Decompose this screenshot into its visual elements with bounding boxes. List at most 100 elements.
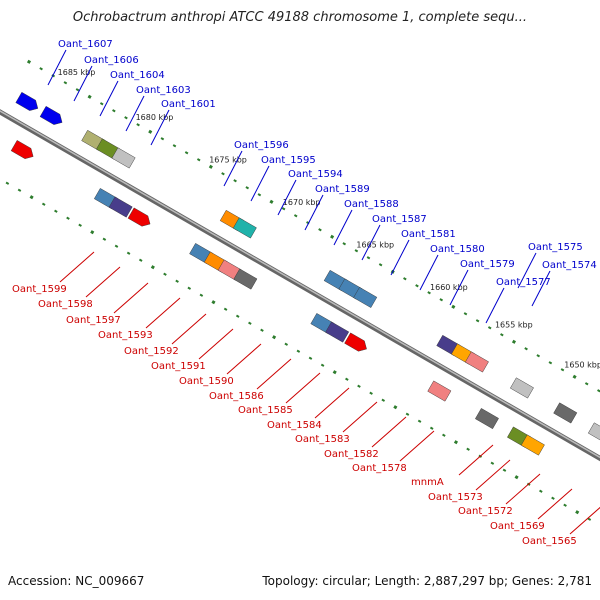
forward-tick — [354, 249, 359, 253]
reverse-tick — [223, 307, 228, 311]
forward-tick — [403, 277, 407, 281]
kbp-label: 1675 kbp — [209, 155, 247, 164]
reverse-gene-label: Oant_1599 — [12, 284, 67, 295]
forward-gene-label: Oant_1580 — [430, 244, 485, 255]
reverse-gene-label: Oant_1590 — [179, 376, 234, 387]
forward-gene-label: Oant_1589 — [315, 184, 370, 195]
kbp-label: 1670 kbp — [283, 198, 321, 207]
forward-gene-leader — [304, 194, 324, 231]
reverse-tick — [429, 426, 434, 430]
forward-gene-label: Oant_1607 — [58, 39, 113, 50]
reverse-gene-feature — [325, 321, 350, 343]
forward-tick — [366, 256, 371, 260]
forward-gene-label: Oant_1604 — [110, 70, 165, 81]
forward-tick — [148, 129, 153, 134]
reverse-gene-feature — [233, 268, 258, 290]
reverse-gene-leader — [226, 343, 262, 375]
forward-tick — [39, 67, 43, 71]
reverse-gene-feature — [427, 380, 452, 402]
forward-tick — [112, 109, 116, 113]
reverse-gene-leader — [113, 282, 149, 314]
reverse-gene-leader — [85, 266, 121, 298]
reverse-gene-leader — [314, 387, 350, 419]
reverse-tick — [442, 433, 446, 437]
reverse-gene-leader — [256, 358, 292, 390]
forward-gene-label: Oant_1606 — [84, 55, 139, 66]
accession-label: Accession: NC_009667 — [8, 574, 145, 588]
reverse-gene-label: Oant_1578 — [352, 463, 407, 474]
forward-tick — [99, 102, 104, 106]
reverse-tick — [66, 216, 70, 220]
reverse-tick — [308, 356, 313, 360]
reverse-tick — [29, 195, 34, 200]
reverse-tick — [563, 503, 567, 507]
reverse-gene-feature — [520, 434, 545, 456]
forward-tick — [427, 291, 431, 295]
forward-gene-label: Oant_1579 — [460, 259, 515, 270]
reverse-tick — [453, 440, 459, 445]
reverse-gene-label: Oant_1586 — [209, 391, 264, 402]
forward-tick — [63, 81, 68, 85]
page-title: Ochrobactrum anthropi ATCC 49188 chromos… — [72, 10, 528, 25]
reverse-gene-label: Oant_1569 — [490, 521, 545, 532]
forward-gene-label: Oant_1601 — [161, 99, 216, 110]
reverse-gene-label: Oant_1565 — [522, 536, 577, 547]
forward-gene-label: Oant_1596 — [234, 140, 289, 151]
forward-gene-feature — [232, 217, 257, 239]
forward-tick — [342, 242, 347, 246]
forward-gene-leader — [73, 65, 93, 102]
reverse-tick — [199, 293, 204, 297]
reverse-tick — [260, 328, 264, 332]
kbp-label: 1685 kbp — [58, 68, 96, 77]
forward-tick — [281, 207, 286, 211]
reverse-tick — [175, 279, 179, 283]
reverse-gene-leader — [285, 372, 321, 404]
forward-tick — [572, 374, 577, 379]
forward-gene-feature — [353, 286, 378, 308]
reverse-gene-leader — [198, 328, 234, 360]
reverse-gene-label: Oant_1585 — [238, 405, 293, 416]
kbp-label: 1665 kbp — [356, 240, 394, 249]
reverse-tick — [211, 300, 216, 305]
reverse-gene-label: Oant_1573 — [428, 492, 483, 503]
forward-tick — [221, 172, 225, 176]
reverse-tick — [551, 496, 555, 500]
chromosome-backbone — [0, 109, 600, 462]
reverse-gene-leader — [537, 488, 573, 520]
reverse-tick — [514, 475, 519, 480]
reverse-gene-leader — [475, 459, 511, 491]
reverse-gene-leader — [171, 313, 207, 345]
kbp-label: 1650 kbp — [564, 360, 600, 369]
forward-gene-label: Oant_1587 — [372, 214, 427, 225]
reverse-gene-feature — [475, 408, 499, 430]
reverse-gene-label: Oant_1597 — [66, 315, 121, 326]
forward-gene-feature — [510, 377, 534, 399]
reverse-tick — [78, 223, 82, 227]
forward-gene-label: Oant_1594 — [288, 169, 343, 180]
reverse-gene-label: Oant_1592 — [124, 346, 179, 357]
forward-gene-feature — [464, 351, 489, 373]
forward-gene-leader — [125, 95, 145, 132]
forward-tick — [208, 164, 213, 169]
reverse-gene-leader — [399, 430, 435, 462]
reverse-tick — [41, 202, 46, 206]
forward-gene-leader — [150, 109, 170, 146]
reverse-gene-label: Oant_1598 — [38, 299, 93, 310]
forward-gene-leader — [449, 269, 469, 306]
forward-tick — [75, 88, 80, 92]
forward-gene-leader — [419, 254, 439, 291]
forward-tick — [26, 59, 32, 64]
forward-gene-leader — [47, 49, 67, 86]
reverse-tick — [417, 419, 422, 423]
kbp-label: 1680 kbp — [136, 113, 174, 122]
forward-gene-feature — [15, 91, 39, 111]
forward-gene-leader — [99, 80, 119, 117]
reverse-tick — [357, 384, 361, 388]
forward-tick — [160, 137, 165, 141]
forward-tick — [330, 234, 335, 239]
reverse-tick — [187, 286, 192, 290]
reverse-tick — [332, 370, 337, 375]
reverse-tick — [163, 272, 167, 276]
reverse-gene-leader — [145, 297, 181, 329]
